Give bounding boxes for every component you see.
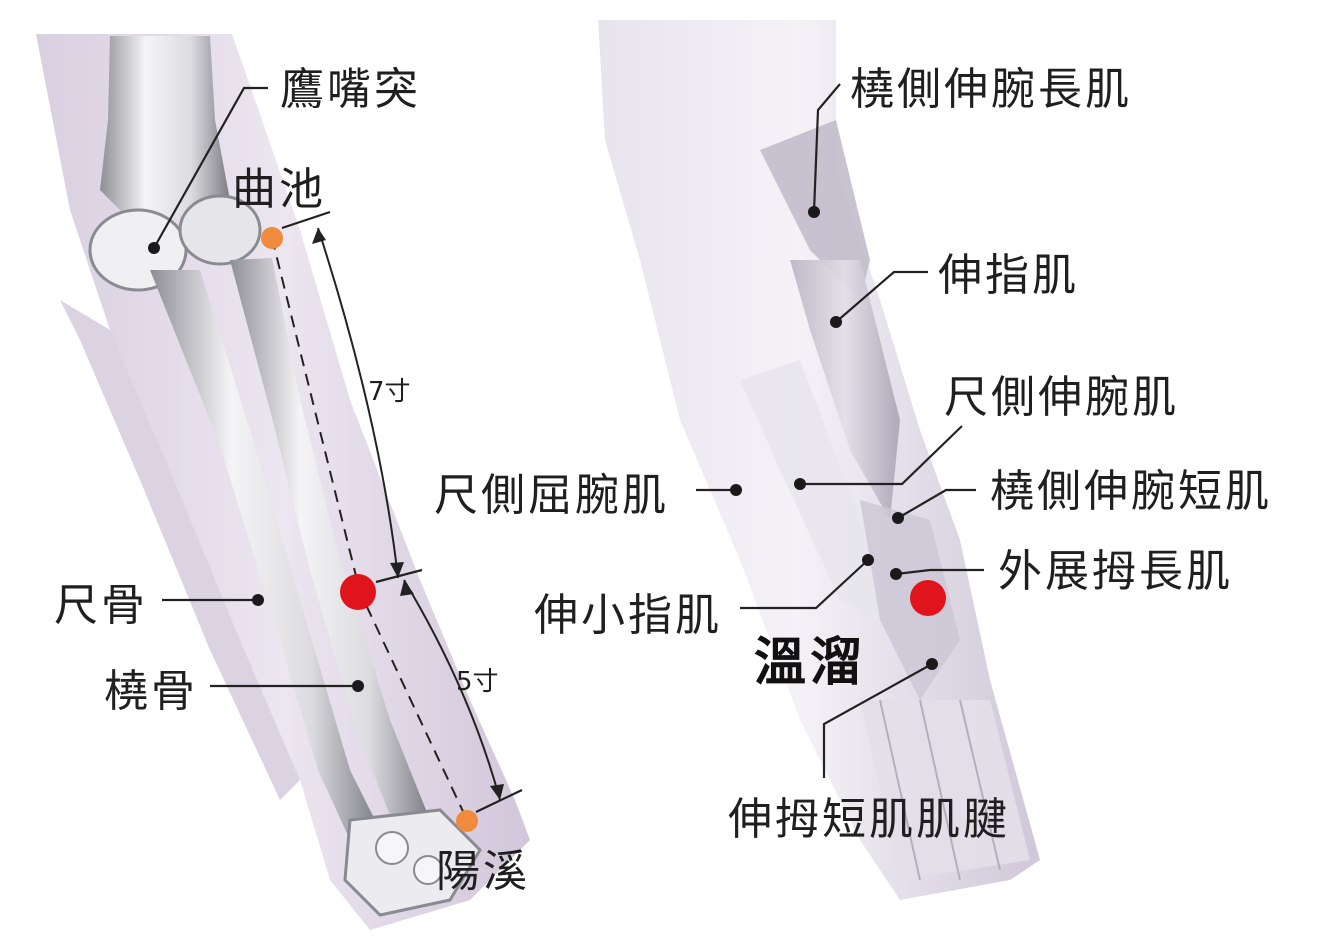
marker-dot bbox=[892, 512, 904, 524]
muscle-ed bbox=[790, 260, 900, 520]
label-yangxi: 陽溪 bbox=[436, 846, 530, 897]
carpal-bone bbox=[375, 831, 409, 865]
label-point-wenliu: 溫溜 bbox=[754, 633, 866, 693]
leader-epb bbox=[822, 663, 933, 778]
yangxi-point bbox=[456, 810, 478, 832]
label-ed: 伸指肌 bbox=[938, 250, 1079, 301]
marker-dot bbox=[926, 658, 938, 670]
measure-upper: 7寸 bbox=[368, 377, 411, 407]
right-arm bbox=[598, 20, 1040, 900]
marker-dot bbox=[830, 316, 842, 328]
leader-ecrb bbox=[897, 488, 976, 519]
label-apl: 外展拇長肌 bbox=[998, 546, 1233, 597]
marker-dot bbox=[148, 242, 160, 254]
ulna-bone bbox=[150, 270, 380, 840]
wenliu-point-right bbox=[910, 580, 946, 616]
marker-dot bbox=[730, 484, 742, 496]
leader-apl bbox=[895, 568, 984, 576]
humerus-bone bbox=[100, 36, 230, 220]
label-radius: 橈骨 bbox=[104, 666, 198, 717]
muscle-ecu bbox=[740, 360, 880, 620]
marker-dot bbox=[862, 554, 874, 566]
wenliu-point-left bbox=[340, 574, 376, 610]
tendons bbox=[860, 700, 1030, 880]
tendon-line bbox=[959, 699, 1001, 871]
carpal-bone bbox=[413, 855, 443, 885]
marker-dot bbox=[890, 568, 902, 580]
tendon-line bbox=[879, 699, 921, 881]
measure-lower: 5寸 bbox=[456, 667, 499, 697]
marker-dot bbox=[352, 680, 364, 692]
tick-bottom bbox=[475, 789, 523, 813]
arrowhead bbox=[400, 580, 414, 596]
left-arm bbox=[36, 34, 530, 930]
muscle-abductor bbox=[860, 500, 960, 700]
arrowhead bbox=[390, 562, 404, 578]
label-ulna: 尺骨 bbox=[54, 580, 148, 631]
leader-ecrl bbox=[812, 83, 841, 213]
arrowhead bbox=[490, 784, 504, 800]
quchi-point bbox=[261, 227, 283, 249]
leader-ecu bbox=[800, 425, 963, 486]
tendon-line bbox=[919, 699, 961, 881]
label-ecrl: 橈側伸腕長肌 bbox=[850, 64, 1132, 115]
leader-ed bbox=[835, 270, 928, 323]
label-olecranon: 鷹嘴突 bbox=[280, 64, 421, 115]
left-arm-shadow bbox=[60, 300, 300, 800]
leader-olecranon bbox=[153, 86, 268, 249]
lower-arc bbox=[403, 579, 501, 801]
label-quchi: 曲池 bbox=[232, 164, 326, 215]
tick-top bbox=[281, 210, 331, 230]
label-edm: 伸小指肌 bbox=[534, 590, 722, 641]
marker-dot bbox=[252, 594, 264, 606]
marker-dot bbox=[808, 206, 820, 218]
right-leaders bbox=[696, 83, 984, 778]
left-leaders bbox=[148, 86, 364, 692]
elbow-condyle-lateral bbox=[178, 194, 262, 266]
leader-edm bbox=[740, 559, 869, 610]
label-epb: 伸拇短肌肌腱 bbox=[728, 794, 1010, 845]
arrowhead bbox=[312, 228, 326, 244]
label-ecu: 尺側伸腕肌 bbox=[944, 372, 1179, 423]
marker-dot bbox=[794, 478, 806, 490]
radius-bone bbox=[230, 258, 430, 830]
carpal-bones bbox=[343, 808, 482, 917]
label-ecrb: 橈側伸腕短肌 bbox=[990, 466, 1272, 517]
label-fcu: 尺側屈腕肌 bbox=[434, 470, 669, 521]
tick-mid bbox=[375, 568, 423, 584]
upper-arc bbox=[317, 227, 399, 579]
